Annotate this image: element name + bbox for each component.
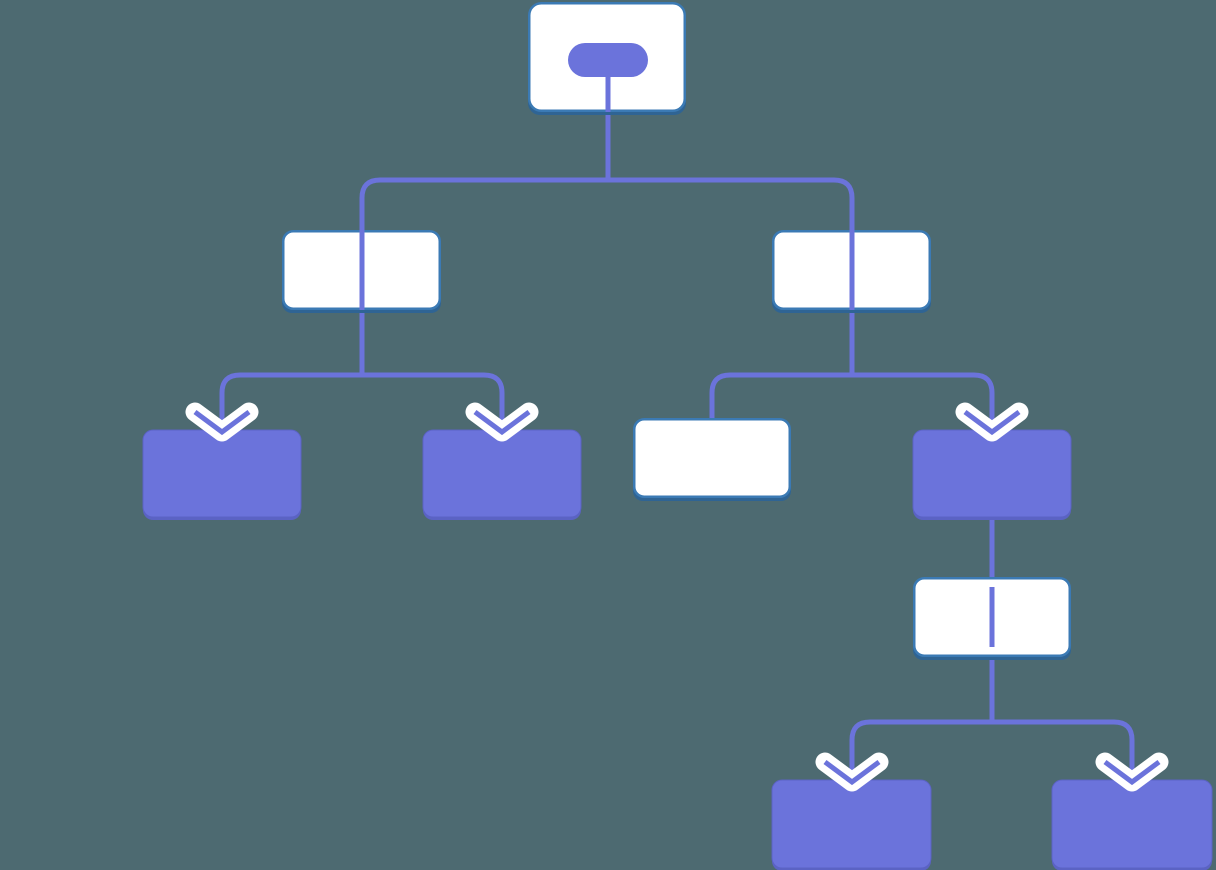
- edge-level4-to-level5-right[interactable]: [992, 719, 1135, 780]
- edge-level2-right-to-node-d[interactable]: [852, 372, 995, 430]
- edge-level2-left-to-node-b[interactable]: [362, 372, 505, 430]
- edge-level2-right-to-node-c[interactable]: [709, 372, 852, 418]
- arrowhead-level5-right-chevron-icon: [1103, 759, 1161, 786]
- arrowhead-node-d-chevron-icon: [963, 409, 1021, 436]
- arrowhead-node-b-chevron-icon: [473, 409, 531, 436]
- level3-node-b[interactable]: [422, 429, 582, 520]
- arrowhead-node-d: [955, 402, 1029, 442]
- arrowhead-node-a-chevron-icon: [193, 409, 251, 436]
- arrowhead-level5-right: [1095, 752, 1169, 792]
- edge-root-to-level2-right[interactable]: [608, 177, 855, 230]
- level5-right-node[interactable]: [1051, 779, 1213, 870]
- arrowhead-level5-left-chevron-icon: [823, 759, 881, 786]
- arrowhead-node-a: [185, 402, 259, 442]
- edge-level4-to-level5-left[interactable]: [849, 719, 992, 780]
- arrowhead-level5-left: [815, 752, 889, 792]
- edge-root-to-level2-left[interactable]: [359, 177, 608, 230]
- level5-left-node[interactable]: [771, 779, 932, 870]
- level3-node-c-body[interactable]: [633, 418, 791, 498]
- arrowhead-node-b: [465, 402, 539, 442]
- level3-node-d[interactable]: [912, 429, 1072, 520]
- level3-node-a[interactable]: [142, 429, 302, 520]
- edge-level2-left-to-node-a[interactable]: [219, 372, 362, 430]
- level3-node-c[interactable]: [633, 418, 791, 501]
